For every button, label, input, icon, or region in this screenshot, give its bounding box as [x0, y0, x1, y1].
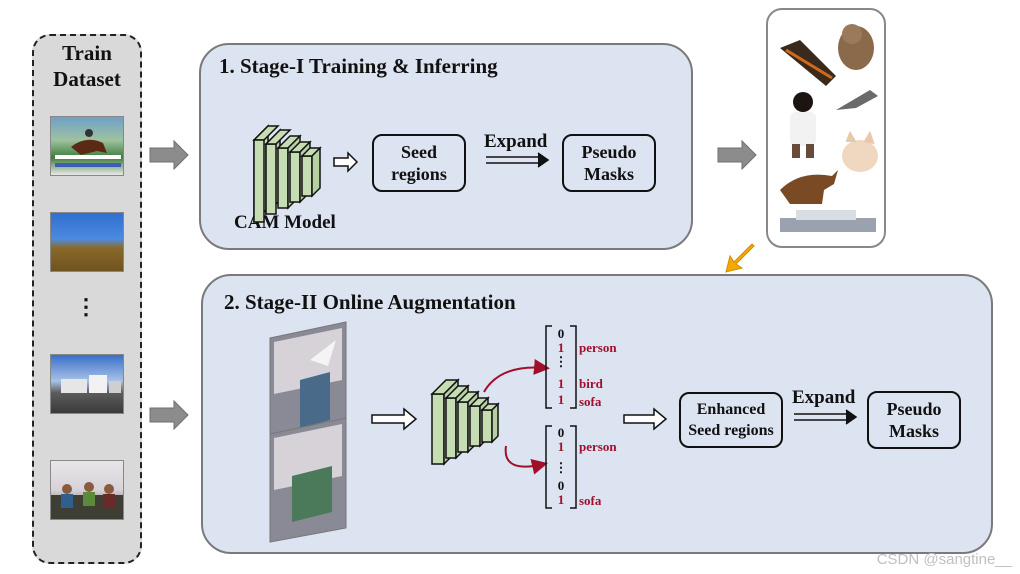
orange-arrow-masks-to-stage2 [725, 243, 755, 273]
dataset-thumbnail-people-sofa [50, 460, 124, 520]
dataset-ellipsis: ⋮ [75, 294, 97, 319]
vector1-entry-bird: 1 [558, 376, 565, 391]
stage1-expand-label: Expand [484, 131, 548, 152]
arrow-dataset-to-stage2 [149, 399, 189, 431]
enhanced-seed-regions-box: Enhanced Seed regions [679, 392, 783, 448]
vector2-entry-0: 0 [558, 425, 565, 440]
watermark: CSDN @sangtine__ [876, 551, 1012, 568]
cam-model-icon [252, 124, 322, 224]
seed-regions-box: Seed regions [372, 134, 466, 192]
horse-jump-picture [55, 129, 121, 167]
arrow-images-to-network [371, 407, 418, 431]
vector2-label-person: person [579, 439, 617, 454]
red-arrow-to-vector1 [483, 358, 550, 393]
vector1-dots: ⋮ [555, 354, 568, 369]
vector1-label-bird: bird [579, 376, 603, 391]
stage2-title: 2. Stage-II Online Augmentation [224, 290, 516, 314]
people-sofa-picture [51, 482, 123, 519]
vector2-dots: ⋮ [555, 460, 568, 475]
vector2-entry-sofa: 1 [558, 492, 565, 507]
stage1-pseudo-masks-box: Pseudo Masks [562, 134, 656, 192]
vector1-entry-0: 0 [558, 326, 565, 341]
vector2-label-sofa: sofa [579, 493, 602, 508]
stage2-network-icon [430, 378, 500, 466]
vector1-bracket [545, 325, 577, 409]
vector1-entry-sofa: 1 [558, 392, 565, 407]
stage1-expand-arrow [486, 152, 550, 168]
train-dataset-title-line1: Train [62, 41, 112, 65]
arrow-dataset-to-stage1 [149, 139, 189, 171]
vector1-entry-1: 1 [558, 340, 565, 355]
dataset-thumbnail-horse-jump [50, 116, 124, 176]
dataset-thumbnail-trucks [50, 354, 124, 414]
vector1-label-person: person [579, 340, 617, 355]
arrow-stage1-to-masks [717, 139, 757, 171]
augmented-images [269, 321, 347, 543]
vector1-label-sofa: sofa [579, 394, 602, 409]
object-mask-cutouts [780, 24, 878, 232]
stage2-pseudo-masks-box: Pseudo Masks [867, 391, 961, 449]
trucks-picture [61, 375, 121, 393]
vector2-entry-1: 1 [558, 439, 565, 454]
stage2-expand-label: Expand [792, 387, 856, 408]
red-arrow-to-vector2 [504, 445, 548, 475]
train-dataset-title: Train Dataset [32, 40, 142, 92]
dataset-thumbnail-hillside [50, 212, 124, 272]
arrow-cam-to-seed [333, 151, 359, 173]
stage1-title: 1. Stage-I Training & Inferring [219, 54, 498, 78]
vector2-bracket [545, 425, 577, 509]
train-dataset-title-line2: Dataset [53, 67, 121, 91]
arrow-vectors-to-enhanced [623, 407, 668, 431]
vector2-entry-bird: 0 [558, 478, 565, 493]
stage2-expand-arrow [794, 409, 858, 425]
